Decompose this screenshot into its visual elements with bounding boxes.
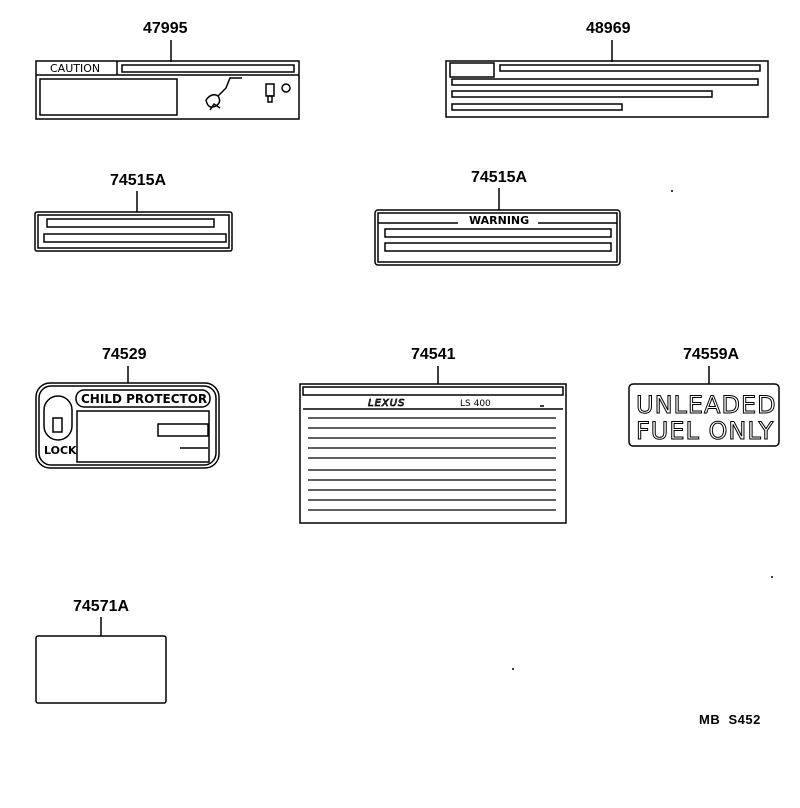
label-48969 <box>445 40 769 118</box>
part-number-74515a-right: 74515A <box>471 169 528 186</box>
caution-text: CAUTION <box>50 62 100 75</box>
diagram-code: MB S452 <box>699 712 761 727</box>
model-text: LS 400 <box>460 399 491 409</box>
part-number-74529: 74529 <box>102 346 147 363</box>
part-number-47995: 47995 <box>143 20 188 37</box>
label-74571a <box>35 617 167 704</box>
label-74515a-left <box>34 191 233 252</box>
part-number-74541: 74541 <box>411 346 456 363</box>
part-number-74515a-left: 74515A <box>110 172 167 189</box>
part-number-48969: 48969 <box>586 20 631 37</box>
label-47995: CAUTION <box>35 40 300 120</box>
label-74515a-right: WARNING <box>374 188 621 266</box>
lock-text: LOCK <box>44 444 77 457</box>
warning-text: WARNING <box>469 214 529 227</box>
label-74559a: UNLEADED FUEL ONLY <box>628 366 780 447</box>
label-74541: LEXUS LS 400 <box>299 366 567 524</box>
unleaded-line2: FUEL ONLY <box>636 417 774 445</box>
child-protector-text: CHILD PROTECTOR <box>81 392 207 406</box>
part-number-74559a: 74559A <box>683 346 740 363</box>
part-number-74571a: 74571A <box>73 598 130 615</box>
unleaded-line1: UNLEADED <box>636 391 777 419</box>
lexus-brand-text: LEXUS <box>368 398 405 409</box>
label-74529: CHILD PROTECTOR LOCK <box>35 366 220 469</box>
